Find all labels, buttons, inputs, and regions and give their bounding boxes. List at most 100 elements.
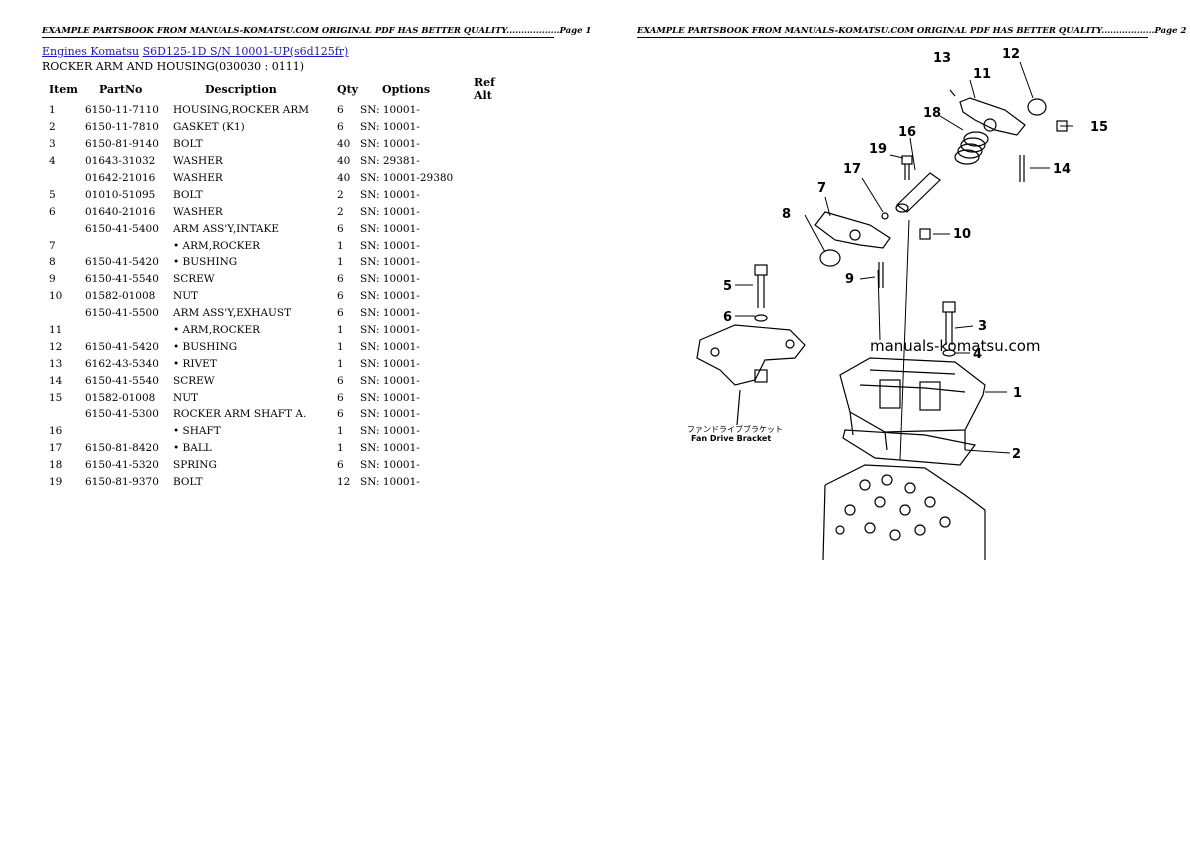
cell-description: SCREW xyxy=(173,374,215,387)
callout-14: 14 xyxy=(1053,162,1071,177)
cell-options: SN: 10001- xyxy=(360,273,420,286)
cell-partno: 01010-51095 xyxy=(85,188,156,201)
cell-refalt xyxy=(474,355,514,372)
cell-qty: 12 xyxy=(337,476,351,489)
cell-refalt xyxy=(474,338,514,355)
cell-refalt xyxy=(474,153,514,170)
cell-description: • ARM,ROCKER xyxy=(173,324,261,337)
cell-description: ARM ASS'Y,INTAKE xyxy=(173,222,280,235)
callout-labels: 1 2 3 4 5 6 7 8 9 10 11 12 13 14 15 16 1… xyxy=(687,47,1108,462)
cell-qty: 2 xyxy=(337,188,344,201)
washer-6-drawing xyxy=(754,314,768,322)
cell-partno xyxy=(85,322,173,339)
cell-item: 4 xyxy=(49,155,56,168)
cell-description: SPRING xyxy=(173,459,217,472)
callout-3: 3 xyxy=(978,319,987,334)
cell-description: BOLT xyxy=(173,476,203,489)
cell-description: WASHER xyxy=(173,172,223,184)
screw-9-drawing xyxy=(878,262,884,288)
cell-item: 2 xyxy=(49,121,56,134)
breadcrumb-link-model[interactable]: S6D125-1D S/N 10001-UP(s6d125fr) xyxy=(142,45,349,58)
cell-item: 17 xyxy=(49,442,63,455)
cell-item: 16 xyxy=(49,425,63,438)
cell-item: 15 xyxy=(49,391,63,404)
cell-refalt xyxy=(474,136,514,153)
cell-refalt xyxy=(474,203,514,220)
cell-item: 12 xyxy=(49,340,63,353)
cell-partno: 6150-81-9370 xyxy=(85,476,159,489)
cell-qty: 6 xyxy=(337,104,344,117)
cell-item: 1 xyxy=(49,104,56,117)
callout-10: 10 xyxy=(953,227,971,242)
col-item-header: Item xyxy=(49,82,78,96)
cell-options: SN: 10001- xyxy=(360,340,420,353)
cell-options: SN: 10001- xyxy=(360,138,420,151)
cell-options: SN: 10001- xyxy=(360,256,420,269)
cell-refalt xyxy=(474,423,514,440)
bolt-5-drawing xyxy=(754,264,768,308)
callout-2: 2 xyxy=(1012,447,1021,462)
cell-qty: 1 xyxy=(337,357,344,370)
cell-qty: 1 xyxy=(337,425,344,438)
col-qty-header: Qty xyxy=(337,82,359,96)
callout-15: 15 xyxy=(1090,120,1108,135)
cell-item: 8 xyxy=(49,256,56,269)
bolt-3-drawing xyxy=(942,301,956,345)
cell-item: 9 xyxy=(49,273,56,286)
cell-qty: 1 xyxy=(337,324,344,337)
cell-qty: 1 xyxy=(337,340,344,353)
cell-partno: 6150-11-7810 xyxy=(85,121,159,134)
callout-17: 17 xyxy=(843,162,861,177)
cell-options: SN: 10001- xyxy=(360,188,420,201)
callout-16: 16 xyxy=(898,125,916,140)
bushing-8-drawing xyxy=(819,249,841,267)
cell-options: SN: 10001- xyxy=(360,121,420,134)
cell-options: SN: 10001-29380 xyxy=(360,172,454,184)
cell-refalt xyxy=(474,288,514,305)
cell-partno: 01643-31032 xyxy=(85,155,156,168)
bushing-12-drawing xyxy=(1027,98,1047,116)
table-header-row: Item PartNo Description Qty Options Ref … xyxy=(42,76,514,102)
breadcrumb: Engines Komatsu S6D125-1D S/N 10001-UP(s… xyxy=(42,45,348,59)
cell-qty: 2 xyxy=(337,205,344,218)
cell-refalt xyxy=(474,474,514,491)
cell-description: HOUSING,ROCKER ARM xyxy=(173,104,310,117)
cell-item: 18 xyxy=(49,459,63,472)
cell-description: GASKET (K1) xyxy=(173,121,245,134)
cell-qty: 6 xyxy=(337,121,344,134)
cell-partno: 6162-43-5340 xyxy=(85,357,159,370)
cell-options: SN: 10001- xyxy=(360,307,420,320)
cell-description: SCREW xyxy=(173,273,215,286)
callout-11: 11 xyxy=(973,67,991,82)
cell-refalt xyxy=(474,305,514,322)
cell-item xyxy=(42,406,85,423)
cell-item: 5 xyxy=(49,188,56,201)
breadcrumb-link-engines[interactable]: Engines Komatsu xyxy=(42,45,140,58)
cell-partno: 6150-41-5540 xyxy=(85,374,159,387)
cell-qty: 6 xyxy=(337,273,344,286)
col-options-header: Options xyxy=(382,82,431,96)
cell-description: ARM ASS'Y,EXHAUST xyxy=(173,307,292,320)
cell-description: WASHER xyxy=(173,155,223,168)
cell-item: 10 xyxy=(49,290,63,303)
callout-9: 9 xyxy=(845,272,854,287)
parts-table: Item PartNo Description Qty Options Ref … xyxy=(42,76,514,490)
cell-refalt xyxy=(474,102,514,119)
cell-item: 3 xyxy=(49,138,56,151)
cell-qty: 6 xyxy=(337,391,344,404)
cell-partno xyxy=(85,423,173,440)
cell-options: SN: 10001- xyxy=(360,324,420,337)
cell-options: SN: 10001- xyxy=(360,391,420,404)
cell-refalt xyxy=(474,119,514,136)
callout-4: 4 xyxy=(973,347,982,362)
cell-description: BOLT xyxy=(173,188,203,201)
